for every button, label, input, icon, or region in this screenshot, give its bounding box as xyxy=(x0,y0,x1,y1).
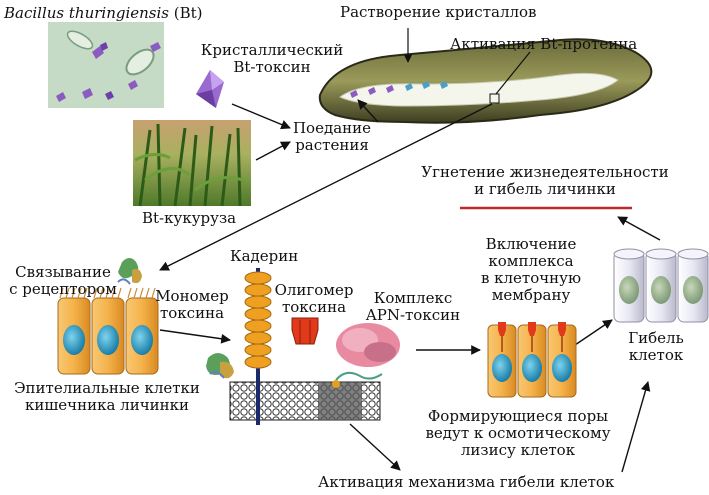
crystal-toxin-label: Кристаллический Bt-токсин xyxy=(196,42,348,76)
larva-death-line-2: и гибель личинки xyxy=(474,180,616,198)
cells-with-pores xyxy=(487,322,577,398)
larva-illustration xyxy=(318,38,653,124)
arrow-larva-to-receptor xyxy=(159,103,493,271)
inclusion-line-1: Включение xyxy=(485,235,577,253)
complex-line-1: Комплекс xyxy=(373,289,453,307)
arrow-to-death-mechanism xyxy=(349,423,401,471)
plant-eating-line-2: растения xyxy=(295,136,369,154)
receptor-binding-label: Связывание с рецептором xyxy=(4,264,122,298)
arrow-crystal-to-eating xyxy=(231,103,291,130)
cell-death-line-1: Гибель xyxy=(628,329,684,347)
cell-membrane xyxy=(229,381,381,421)
dead-cells xyxy=(613,248,709,323)
apn-complex-label: Комплекс APN-токсин xyxy=(360,290,466,324)
plant-eating-label: Поедание растения xyxy=(282,120,382,154)
bacillus-title: Bacillus thuringiensis (Bt) xyxy=(4,5,203,22)
oligomer-line-1: Олигомер xyxy=(274,281,354,299)
monomer-line-1: Мономер xyxy=(155,287,229,305)
crystal-toxin-icon xyxy=(196,70,224,108)
bacillus-abbrev: (Bt) xyxy=(173,4,203,22)
pores-line-1: Формирующиеся поры xyxy=(427,407,609,425)
oligomer-label: Олигомер токсина xyxy=(274,282,354,316)
monomer-line-2: токсина xyxy=(159,304,225,322)
arrow-mechanism-to-cell-death xyxy=(621,381,651,473)
death-mechanism-label: Активация механизма гибели клеток xyxy=(318,473,615,491)
bacillus-name: Bacillus thuringiensis xyxy=(4,4,169,22)
receptor-binding-line-2: с рецептором xyxy=(9,280,117,298)
arrow-corn-to-eating xyxy=(255,141,291,161)
epithelial-label: Эпителиальные клетки кишечника личинки xyxy=(2,380,212,414)
cell-death-label: Гибель клеток xyxy=(618,330,694,364)
arrow-eating-to-larva xyxy=(357,99,379,123)
crystal-toxin-line-2: Bt-токсин xyxy=(233,58,311,76)
pointer-activation xyxy=(495,51,531,95)
inclusion-line-3: в клеточную xyxy=(480,269,582,287)
bt-corn-label: Bt-кукуруза xyxy=(142,209,237,227)
cadherin-receptor xyxy=(244,268,272,425)
larva-death-line-1: Угнетение жизнедеятельности xyxy=(421,163,669,181)
toxin-monomer-icon xyxy=(206,353,234,379)
pores-label: Формирующиеся поры ведут к осмотическому… xyxy=(410,408,626,459)
inclusion-line-2: комплекса xyxy=(488,252,574,270)
crystal-toxin-line-1: Кристаллический xyxy=(200,41,344,59)
epithelial-line-1: Эпителиальные клетки xyxy=(14,379,200,397)
protein-activation-label: Активация Bt-протеина xyxy=(450,35,638,53)
oligomer-line-2: токсина xyxy=(281,298,347,316)
pores-line-2: ведут к осмотическому xyxy=(425,424,611,442)
arrow-to-cadherin xyxy=(159,329,231,344)
larva-death-label: Угнетение жизнедеятельности и гибель лич… xyxy=(416,164,674,198)
toxin-oligomer-icon xyxy=(291,317,319,345)
plant-eating-line-1: Поедание xyxy=(292,119,372,137)
cell-death-line-2: клеток xyxy=(628,346,684,364)
receptor-binding-line-1: Связывание xyxy=(15,263,111,281)
epithelial-cells xyxy=(57,287,159,375)
complex-line-2: APN-токсин xyxy=(365,306,461,324)
pores-line-3: лизису клеток xyxy=(460,441,576,459)
receptor-protein-icon xyxy=(117,258,142,285)
apn-toxin-complex xyxy=(332,323,400,388)
arrow-to-dead-cells xyxy=(574,319,613,346)
bt-corn-photo xyxy=(133,120,251,207)
crystal-dissolution-label: Растворение кристаллов xyxy=(340,3,537,21)
inclusion-line-4: мембрану xyxy=(491,286,571,304)
epithelial-line-2: кишечника личинки xyxy=(24,396,189,414)
bacillus-photo xyxy=(48,22,164,108)
cadherin-label: Кадерин xyxy=(230,247,299,265)
arrow-to-larva-death xyxy=(617,216,661,241)
monomer-label: Мономер токсина xyxy=(150,288,234,322)
inclusion-label: Включение комплекса в клеточную мембрану xyxy=(466,236,596,304)
